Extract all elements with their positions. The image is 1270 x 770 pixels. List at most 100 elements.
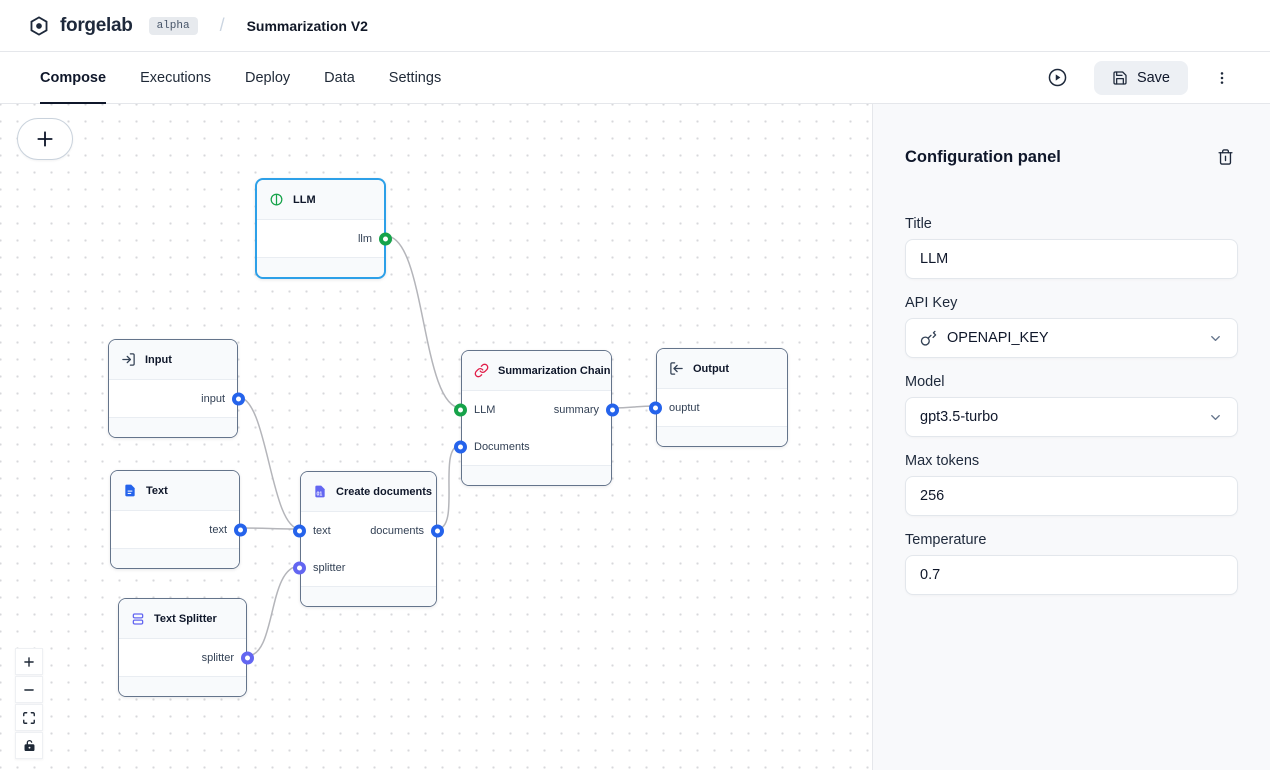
node-footer	[109, 417, 237, 437]
tab-compose[interactable]: Compose	[40, 52, 107, 104]
trash-icon	[1217, 148, 1234, 166]
key-icon	[920, 330, 937, 347]
delete-node-button[interactable]	[1213, 144, 1238, 170]
port-label: summary	[553, 403, 599, 416]
tab-settings[interactable]: Settings	[388, 69, 442, 86]
tab-executions[interactable]: Executions	[140, 69, 212, 86]
node-footer	[257, 257, 384, 277]
plus-icon	[35, 129, 55, 149]
port-llm-out[interactable]	[379, 232, 392, 245]
node-footer	[301, 586, 436, 606]
chevron-down-icon	[1208, 410, 1223, 425]
zoom-in-icon	[22, 655, 36, 669]
node-text-splitter-header: Text Splitter	[119, 599, 246, 639]
port-input-out[interactable]	[232, 392, 245, 405]
max-tokens-input[interactable]	[905, 476, 1238, 516]
port-label: text	[209, 523, 227, 536]
flow-controls	[15, 648, 43, 759]
kebab-menu-icon	[1214, 69, 1230, 87]
node-create-documents-header: 01 Create documents	[301, 472, 436, 512]
node-summarization-chain-header: Summarization Chain	[462, 351, 611, 391]
node-title: Output	[693, 362, 730, 375]
app-header: forgelab alpha / Summarization V2	[0, 0, 1270, 52]
log-out-icon	[669, 361, 684, 376]
tabs: Compose Executions Deploy Data Settings	[40, 52, 442, 104]
port-splitter-out[interactable]	[241, 651, 254, 664]
fit-view-icon	[22, 711, 36, 725]
zoom-in-button[interactable]	[15, 648, 43, 675]
add-node-button[interactable]	[17, 118, 73, 160]
zoom-out-button[interactable]	[15, 676, 43, 703]
svg-text:01: 01	[317, 492, 323, 498]
port-label: input	[201, 392, 225, 405]
edge-input-to-createdocs[interactable]	[237, 396, 301, 530]
node-footer	[657, 426, 787, 446]
title-input[interactable]	[905, 239, 1238, 279]
title-field-label: Title	[905, 216, 932, 232]
port-label: splitter	[313, 561, 346, 574]
port-llm-in[interactable]	[454, 403, 467, 416]
model-select[interactable]: gpt3.5-turbo	[905, 397, 1238, 437]
zoom-out-icon	[22, 683, 36, 697]
port-ouptut-in[interactable]	[649, 401, 662, 414]
floppy-disk-icon	[1112, 70, 1128, 86]
port-text-out[interactable]	[234, 523, 247, 536]
port-documents-out[interactable]	[431, 524, 444, 537]
node-text-splitter[interactable]: Text Splitter splitter	[118, 598, 254, 697]
port-label: ouptut	[669, 401, 700, 414]
workflow-title: Summarization V2	[246, 17, 368, 34]
node-summarization-chain[interactable]: Summarization Chain LLM summary Document…	[454, 350, 619, 486]
edge-llm-to-chain[interactable]	[385, 235, 462, 409]
port-splitter-in[interactable]	[293, 561, 306, 574]
panel-title: Configuration panel	[905, 147, 1061, 166]
node-create-documents[interactable]: 01 Create documents text documents split…	[293, 471, 444, 607]
node-title: Summarization Chain	[498, 364, 611, 377]
app-name: forgelab	[60, 14, 133, 36]
flow-canvas[interactable]: LLM llm Input input	[0, 104, 872, 770]
tab-data[interactable]: Data	[324, 69, 355, 86]
api-key-select[interactable]: OPENAPI_KEY	[905, 318, 1238, 358]
tab-deploy[interactable]: Deploy	[245, 69, 291, 86]
port-label: splitter	[201, 651, 234, 664]
play-circle-icon	[1047, 67, 1068, 88]
lock-button[interactable]	[15, 732, 43, 759]
node-title: Create documents	[336, 485, 432, 498]
run-button[interactable]	[1043, 63, 1072, 92]
log-in-icon	[121, 352, 136, 367]
node-footer	[111, 548, 239, 568]
port-label: text	[313, 524, 331, 537]
edge-documents-to-chain[interactable]	[436, 444, 462, 530]
port-documents-in[interactable]	[454, 440, 467, 453]
temperature-input[interactable]	[905, 555, 1238, 595]
forgelab-hexagon-logo-icon	[28, 15, 50, 37]
breadcrumb-separator: /	[219, 15, 225, 35]
port-label: llm	[357, 232, 372, 245]
file-text-icon	[123, 483, 137, 498]
edge-text-to-createdocs[interactable]	[239, 527, 301, 530]
configuration-panel: Configuration panel Title API Key	[872, 104, 1270, 770]
save-button-label: Save	[1136, 69, 1170, 86]
api-key-field-label: API Key	[905, 295, 958, 311]
temperature-field-label: Temperature	[905, 532, 987, 548]
node-output[interactable]: Output ouptut	[649, 348, 788, 447]
more-options-button[interactable]	[1210, 65, 1234, 91]
logo[interactable]: forgelab alpha	[28, 15, 198, 37]
tab-bar: Compose Executions Deploy Data Settings	[0, 52, 1270, 104]
split-rows-icon	[131, 612, 145, 626]
node-text[interactable]: Text text	[110, 470, 247, 569]
save-button[interactable]: Save	[1093, 60, 1188, 95]
node-input[interactable]: Input input	[108, 339, 245, 438]
node-input-header: Input	[109, 340, 237, 380]
node-footer	[462, 465, 611, 485]
edge-splitter-to-createdocs[interactable]	[246, 565, 301, 657]
fit-view-button[interactable]	[15, 704, 43, 731]
node-llm-header: LLM	[257, 180, 384, 220]
port-text-in[interactable]	[293, 524, 306, 537]
node-title: Text	[146, 484, 168, 497]
node-title: Input	[145, 353, 172, 366]
alpha-badge: alpha	[148, 16, 198, 35]
node-llm[interactable]: LLM llm	[255, 178, 392, 279]
port-summary-out[interactable]	[606, 403, 619, 416]
chevron-down-icon	[1208, 331, 1223, 346]
node-footer	[119, 676, 246, 696]
